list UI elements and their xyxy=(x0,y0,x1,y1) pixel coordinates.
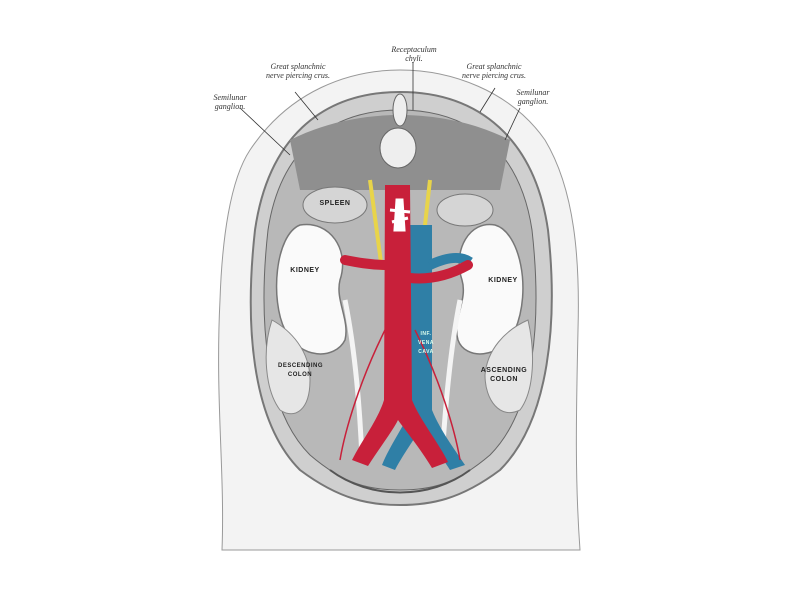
suprarenal-right xyxy=(436,193,494,227)
kidney-left xyxy=(275,223,347,355)
descending-colon xyxy=(265,319,311,415)
label-kidney-left: KIDNEY xyxy=(290,267,320,274)
aorta xyxy=(352,185,448,468)
label-semilunar-ganglion-left: Semilunar ganglion. xyxy=(213,93,247,111)
label-great-splanchnic-right: Great splanchnic nerve piercing crus. xyxy=(462,62,526,80)
vertebra xyxy=(379,127,417,169)
renal-arteries xyxy=(340,255,473,284)
label-spleen: SPLEEN xyxy=(319,200,351,207)
ascending-colon xyxy=(484,319,534,413)
label-semilunar-ganglion-right: Semilunar ganglion. xyxy=(516,88,550,106)
ureter-left xyxy=(342,299,365,461)
label-receptaculum-chyli: Receptaculum chyli. xyxy=(391,45,437,63)
label-vena-cava: INF. VENA CAVA xyxy=(418,331,434,355)
spleen xyxy=(302,186,368,224)
pelvic-brim xyxy=(329,469,471,494)
label-great-splanchnic-left: Great splanchnic nerve piercing crus. xyxy=(266,62,330,80)
gonadal-arteries xyxy=(339,329,461,461)
spinous-process xyxy=(392,93,408,127)
label-descending-colon: DESCENDING COLON xyxy=(278,363,324,378)
leader-lines xyxy=(239,62,521,156)
label-kidney-right: KIDNEY xyxy=(488,277,518,284)
label-ascending-colon: ASCENDING COLON xyxy=(480,367,528,383)
receptaculum-chyli xyxy=(389,198,411,232)
